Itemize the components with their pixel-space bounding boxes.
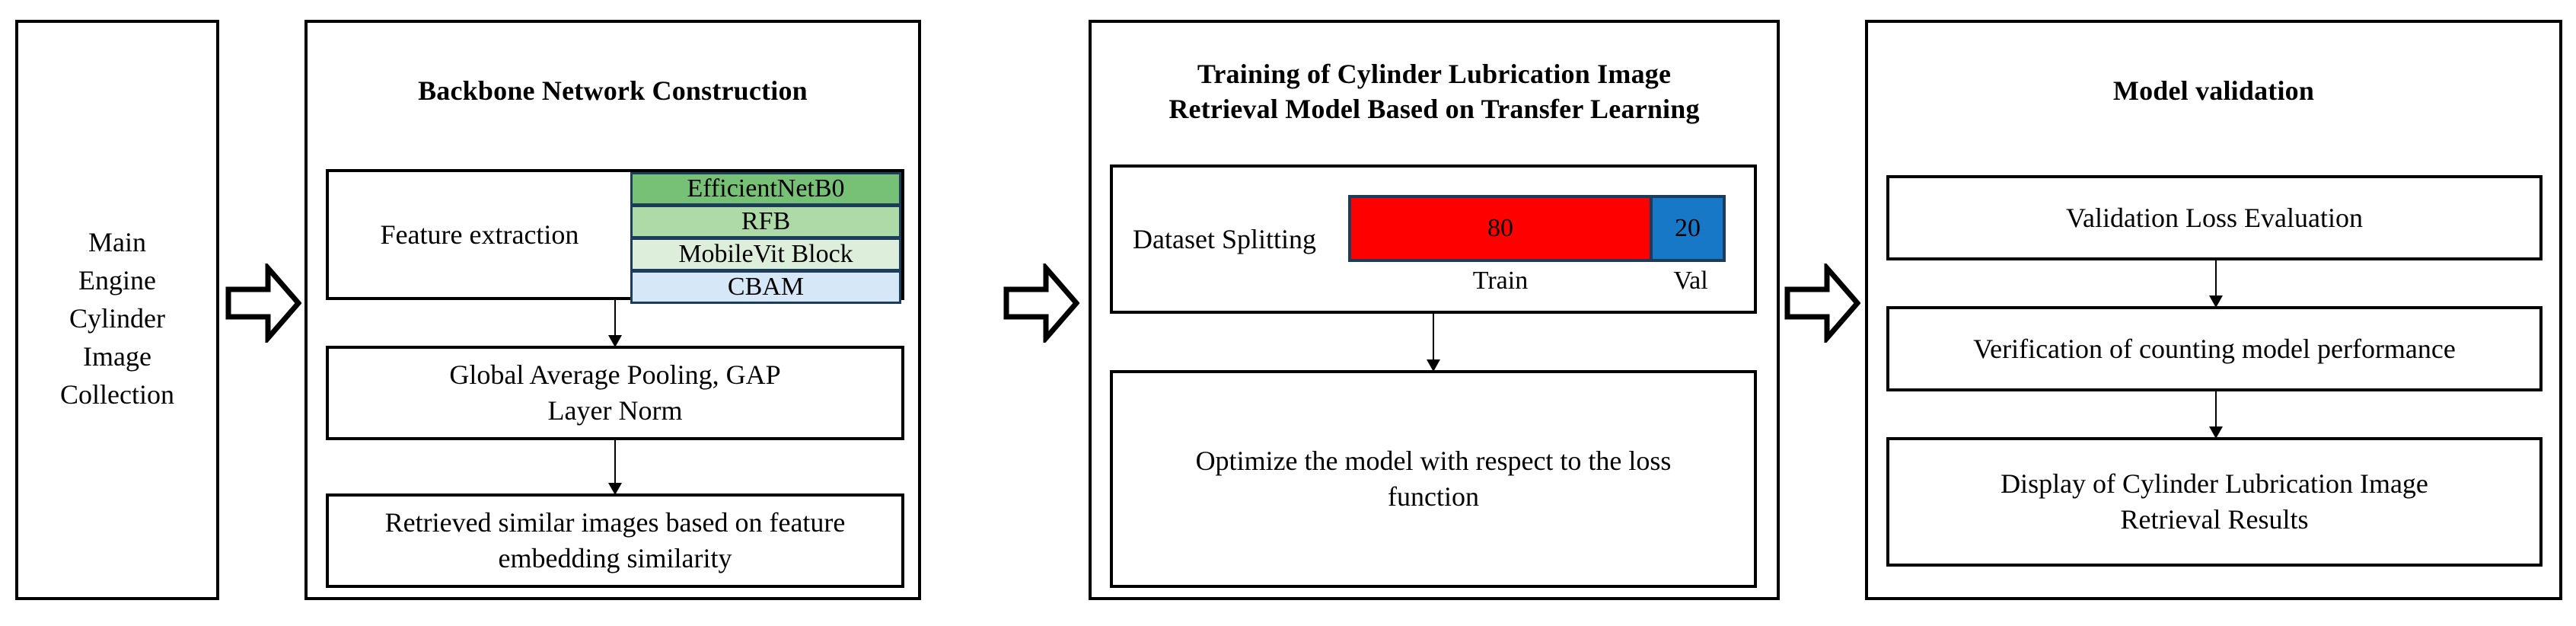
panel-image-collection: Main Engine Cylinder Image Collection: [15, 20, 219, 600]
backbone-connector-1: [614, 300, 616, 340]
split-val-value: 20: [1674, 214, 1701, 242]
block-rfb: RFB: [630, 205, 901, 238]
retrieval-line-1: Retrieved similar images based on featur…: [384, 507, 846, 538]
backbone-title: Backbone Network Construction: [418, 75, 808, 106]
split-segment-val: 20: [1649, 195, 1726, 262]
gap-line-2: Layer Norm: [547, 395, 683, 426]
split-tick-train: Train: [1348, 267, 1653, 295]
backbone-connector-2: [614, 440, 616, 487]
box-optimize-model: Optimize the model with respect to the l…: [1110, 370, 1757, 588]
split-bar: 80 20: [1347, 195, 1729, 262]
split-tick-train-label: Train: [1472, 267, 1529, 295]
validation-box-3-line-1: Display of Cylinder Lubrication Image: [2001, 468, 2428, 500]
split-train-value: 80: [1487, 214, 1513, 242]
box-verification-counting-performance: Verification of counting model performan…: [1886, 306, 2543, 391]
validation-box-3-line-2: Retrieval Results: [2120, 504, 2309, 535]
backbone-connector-1-arrowhead: [608, 335, 622, 347]
training-connector-1: [1433, 314, 1434, 364]
collection-line-2: Engine: [78, 265, 156, 295]
collection-line-4: Image: [83, 341, 151, 372]
box-global-average-pooling: Global Average Pooling, GAP Layer Norm: [326, 346, 904, 440]
feature-extraction-box: Feature extraction EfficientNetB0 RFB Mo…: [326, 169, 904, 304]
block-cbam-label: CBAM: [727, 273, 805, 301]
block-efficientnetb0: EfficientNetB0: [630, 172, 901, 206]
validation-connector-1-arrowhead: [2209, 295, 2223, 308]
feature-extraction-block-stack: EfficientNetB0 RFB MobileVit Block CBAM: [630, 172, 901, 304]
box-display-retrieval-results: Display of Cylinder Lubrication Image Re…: [1886, 437, 2543, 567]
dataset-splitting-label: Dataset Splitting: [1133, 224, 1316, 254]
split-tick-val: Val: [1653, 267, 1729, 295]
block-rfb-label: RFB: [741, 207, 791, 235]
validation-connector-2: [2215, 391, 2217, 431]
dataset-splitting-inner: Dataset Splitting 80 20 Train: [1113, 168, 1754, 311]
split-tick-val-label: Val: [1673, 267, 1708, 295]
dataset-splitting-chart: 80 20 Train Val: [1316, 168, 1754, 311]
collection-line-3: Cylinder: [69, 303, 165, 334]
panel-model-validation: Model validation Validation Loss Evaluat…: [1865, 20, 2562, 600]
validation-box-2-line-1: Verification of counting model performan…: [1973, 333, 2456, 364]
validation-connector-1: [2215, 260, 2217, 300]
optimize-line-1: Optimize the model with respect to the l…: [1195, 446, 1672, 477]
validation-box-1-line-1: Validation Loss Evaluation: [2066, 202, 2363, 233]
retrieval-line-2: embedding similarity: [498, 543, 732, 573]
block-efficientnetb0-label: EfficientNetB0: [687, 174, 845, 203]
backbone-connector-2-arrowhead: [608, 483, 622, 495]
collection-line-5: Collection: [60, 379, 174, 410]
optimize-line-2: function: [1388, 481, 1479, 512]
panel-training: Training of Cylinder Lubrication Image R…: [1089, 20, 1780, 600]
flow-arrow-3: [1784, 263, 1860, 343]
block-cbam: CBAM: [630, 270, 901, 304]
feature-extraction-label: Feature extraction: [380, 219, 579, 250]
box-validation-loss-evaluation: Validation Loss Evaluation: [1886, 175, 2543, 260]
block-mobilevit-label: MobileVit Block: [678, 240, 853, 268]
panel-backbone-network: Backbone Network Construction Feature ex…: [304, 20, 921, 600]
flow-arrow-2: [1003, 263, 1079, 343]
training-connector-1-arrowhead: [1427, 359, 1440, 372]
box-retrieved-similar-images: Retrieved similar images based on featur…: [326, 493, 904, 588]
dataset-splitting-box: Dataset Splitting 80 20 Train: [1110, 164, 1757, 314]
block-mobilevit: MobileVit Block: [630, 238, 901, 271]
training-title-line-2: Retrieval Model Based on Transfer Learni…: [1168, 94, 1700, 124]
flow-arrow-1: [225, 263, 301, 343]
validation-connector-2-arrowhead: [2209, 426, 2223, 439]
collection-line-1: Main: [88, 227, 146, 257]
validation-title: Model validation: [2112, 75, 2315, 106]
split-segment-train: 80: [1347, 195, 1653, 262]
training-title-line-1: Training of Cylinder Lubrication Image: [1197, 59, 1672, 89]
gap-line-1: Global Average Pooling, GAP: [449, 359, 781, 391]
split-tick-labels: Train Val: [1348, 267, 1729, 295]
